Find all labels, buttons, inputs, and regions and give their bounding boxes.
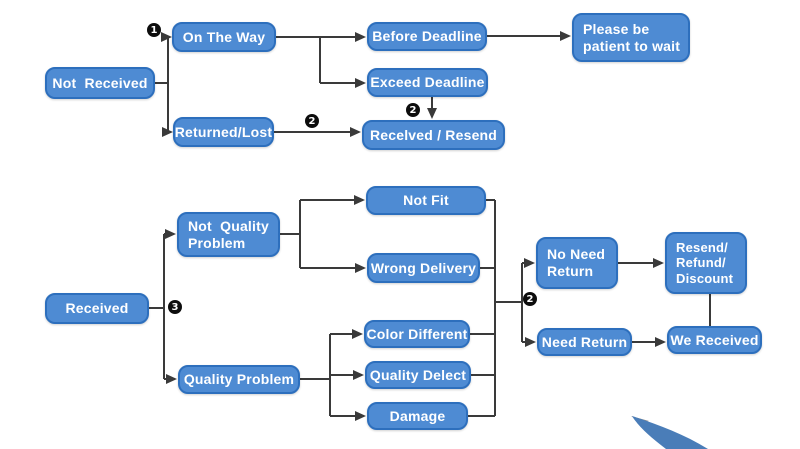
node-damage: Damage — [367, 402, 468, 430]
swoosh-logo-icon — [631, 416, 708, 449]
node-quality-delect: Quality Delect — [365, 361, 471, 389]
node-not-fit: Not Fit — [366, 186, 486, 215]
node-before-deadline: Before Deadline — [367, 22, 487, 51]
step-marker-3: 3 — [168, 300, 182, 314]
step-marker-1: 1 — [147, 23, 161, 37]
node-color-different: Color Different — [364, 320, 470, 348]
node-please-wait: Please be patient to wait — [572, 13, 690, 62]
node-returned-lost: Returned/Lost — [173, 117, 274, 147]
node-no-need-return: No Need Return — [536, 237, 618, 289]
node-not-quality-problem: Not Quality Problem — [177, 212, 280, 257]
node-not-received: Not Received — [45, 67, 155, 99]
step-marker-2-bottom: 2 — [523, 292, 537, 306]
node-on-the-way: On The Way — [172, 22, 276, 52]
node-resend-refund-discount: Resend/ Refund/ Discount — [665, 232, 747, 294]
node-need-return: Need Return — [537, 328, 632, 356]
step-marker-2-returned: 2 — [305, 114, 319, 128]
node-quality-problem: Quality Problem — [178, 365, 300, 394]
node-exceed-deadline: Exceed Deadline — [367, 68, 488, 97]
connectors — [149, 31, 711, 421]
node-received: Received — [45, 293, 149, 324]
node-received-resend: Recelved / Resend — [362, 120, 505, 150]
node-we-received: We Received — [667, 326, 762, 354]
step-marker-2-top: 2 — [406, 103, 420, 117]
node-wrong-delivery: Wrong Delivery — [367, 253, 480, 283]
